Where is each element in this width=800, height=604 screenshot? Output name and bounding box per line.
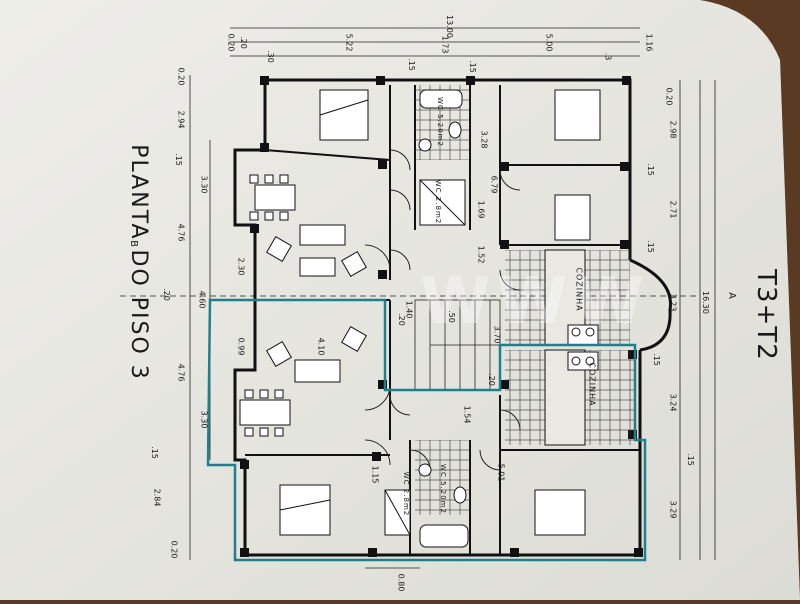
unit-typology: T3+T2: [750, 269, 781, 361]
dim-top-9: .3: [603, 52, 613, 61]
dim-left-11: 3.30: [199, 410, 209, 429]
dim-right-5: .15: [645, 240, 655, 253]
dim-left-5: 4.76: [176, 223, 186, 242]
dim-right-8: .15: [651, 353, 661, 366]
dim-inner-j: 1.54: [462, 405, 472, 424]
dim-right-9: 3.24: [668, 393, 678, 412]
dim-inner-k: 5.01: [496, 463, 506, 482]
dim-left-13: 2.84: [152, 488, 162, 507]
dim-left-10: 0.99: [236, 337, 246, 356]
kitchen-appliances: [567, 324, 599, 371]
watermark: WWW: [420, 265, 650, 339]
sofas: [266, 224, 367, 383]
dim-left-4: 3.30: [199, 175, 209, 194]
dim-top-7: .15: [467, 60, 477, 73]
room-label-wc-1: WC 5.20m2: [435, 97, 444, 147]
dim-top-total: 13.00: [444, 15, 454, 38]
beds: [279, 89, 601, 536]
room-label-kitchen-2: COZINHA: [587, 362, 597, 407]
dim-left-14: 0.20: [169, 540, 179, 559]
dim-inner-h: .20: [396, 313, 406, 326]
room-label-wc-small-2: WC 2.8m2: [402, 471, 411, 517]
dim-right-3: .15: [645, 163, 655, 176]
dim-right-11: 3.29: [668, 500, 678, 519]
dim-left-7: .20: [161, 288, 171, 301]
room-label-wc-small-1: WC 2.8m2: [434, 179, 443, 225]
dim-right-10: .15: [685, 453, 695, 466]
room-label-kitchen-1: COZINHA: [574, 267, 584, 312]
dim-right-7: 16.30: [700, 291, 710, 314]
dim-left-12: .15: [149, 446, 159, 459]
dim-left-9: 4.76: [176, 363, 186, 382]
dim-inner-l: 1.15: [370, 465, 380, 484]
dim-inner-a: 3.28: [479, 130, 489, 149]
dim-left-2: 2.94: [176, 110, 186, 129]
dim-inner-d: 1.52: [476, 245, 486, 264]
dim-right-2: 2.98: [668, 120, 678, 139]
dim-top-2: .20: [238, 36, 248, 49]
plan-title: PLANTA DO PISO 3: [125, 144, 151, 381]
dim-left-6: 2.30: [236, 257, 246, 276]
dim-top-8: 5.00: [544, 33, 554, 52]
dim-top-5: .15: [406, 58, 416, 71]
dim-left-3: .15: [173, 153, 183, 166]
dim-right-1: 0.20: [664, 87, 674, 106]
dim-left-1: 0.20: [176, 67, 186, 86]
section-mark-b: B: [127, 240, 139, 247]
dim-inner-c: 1.69: [476, 200, 486, 219]
dim-inner-n: 0.80: [396, 573, 406, 592]
dim-inner-b: 6.79: [489, 175, 499, 194]
room-label-wc-2: WC 5.20m2: [438, 464, 447, 514]
dim-right-4: 2.71: [668, 200, 678, 219]
dim-top-1: 0.20: [226, 33, 236, 52]
section-mark-a: A: [725, 292, 737, 299]
staircase: [414, 299, 501, 391]
dim-inner-m: .20: [486, 373, 496, 386]
unit-t2-outline: [206, 298, 647, 562]
dim-top-4: 5.22: [344, 33, 354, 52]
dim-top-6: 1.73: [440, 35, 450, 54]
dim-inner-f: .50: [446, 310, 456, 323]
dim-left-8: 4.60: [197, 290, 207, 309]
dim-inner-g: 3.70: [492, 325, 502, 344]
bath-fixtures: [384, 89, 469, 548]
dining-tables: [239, 174, 296, 437]
dim-top-3: .30: [265, 50, 275, 63]
dim-top-10: 1.16: [644, 33, 654, 52]
dim-inner-i: 4.10: [316, 337, 326, 356]
dim-right-6: 3.23: [668, 293, 678, 312]
